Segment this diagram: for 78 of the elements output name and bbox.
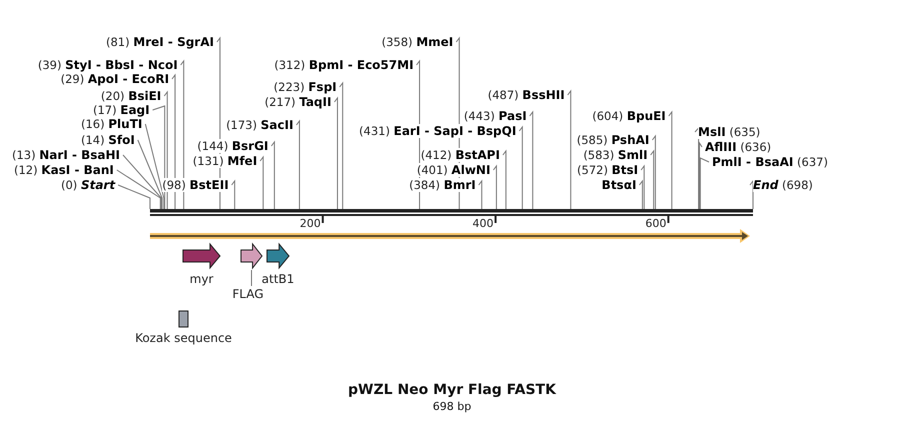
restriction-site-label: (431) EarI - SapI - BspQI <box>359 124 516 138</box>
leader-line <box>668 110 672 210</box>
feature-shape <box>182 242 221 270</box>
restriction-site-label: (384) BmrI <box>409 178 476 192</box>
tick-label: 600 <box>645 217 666 230</box>
restriction-site-label: MslI (635) <box>698 125 760 139</box>
leader-line <box>260 156 264 210</box>
sequence-length: 698 bp <box>432 400 472 413</box>
restriction-site-label: BtsαI <box>602 178 636 192</box>
feature-shape <box>266 242 290 270</box>
feature-box <box>178 310 188 328</box>
restriction-site-label: (17) EagI <box>93 103 150 117</box>
tick-label: 400 <box>472 217 494 230</box>
restriction-site-label: (12) KasI - BanI <box>14 163 114 177</box>
leader-line <box>529 110 534 210</box>
feature-shape <box>240 242 263 270</box>
leader-line <box>334 96 338 210</box>
sequence-backbone <box>150 209 753 216</box>
restriction-site-label: (144) BsrGI <box>197 139 268 153</box>
restriction-site-label: (173) SacII <box>226 118 294 132</box>
restriction-site-label: (39) StyI - BbsI - NcoI <box>38 58 178 72</box>
leader-line <box>137 140 163 210</box>
tick-label: 200 <box>300 217 321 230</box>
restriction-site-label: (29) ApoI - EcoRI <box>60 72 170 86</box>
restriction-site-label: (81) MreI - SgrAI <box>106 35 214 49</box>
leader-line <box>638 180 643 210</box>
leader-line <box>750 180 754 210</box>
leader-line <box>164 90 168 210</box>
feature-label: myr <box>190 272 214 286</box>
leader-line <box>231 180 236 210</box>
leader-line <box>694 126 700 210</box>
feature-label: FLAG <box>232 287 264 301</box>
leader-line <box>144 124 164 210</box>
restriction-site-label: (583) SmlI <box>583 148 648 162</box>
leader-line <box>339 82 344 210</box>
restriction-site-label: (20) BsiEI <box>100 89 162 103</box>
restriction-site-label: (412) BstAPI <box>420 148 500 162</box>
feature-label: Kozak sequence <box>135 331 232 345</box>
restriction-site-label: (585) PshAI <box>576 133 650 147</box>
restriction-site-label: (401) AlwNI <box>416 163 490 177</box>
leader-line <box>180 60 184 210</box>
leader-line <box>652 134 656 210</box>
leader-line <box>640 164 645 210</box>
leader-line <box>700 157 710 210</box>
leader-line <box>502 150 506 210</box>
leader-line <box>698 141 702 210</box>
restriction-site-label: End (698) <box>753 178 813 192</box>
restriction-site-label: (572) BtsI <box>577 163 638 177</box>
leader-line <box>122 154 162 210</box>
leader-line <box>296 120 300 210</box>
leader-line <box>518 126 523 210</box>
restriction-site-label: (223) FspI <box>274 80 337 94</box>
leader-line <box>567 90 572 210</box>
leader-line <box>478 180 482 210</box>
leader-line <box>152 105 166 210</box>
restriction-site-label: (16) PluTI <box>81 117 142 131</box>
restriction-site-label: (98) BstEII <box>162 178 229 192</box>
restriction-site-label: (604) BpuEI <box>592 109 666 123</box>
restriction-site-label: (14) SfoI <box>81 133 135 147</box>
leader-line <box>172 74 176 210</box>
restriction-site-label: (312) BpmI - Eco57MI <box>274 58 414 72</box>
restriction-site-label: (358) MmeI <box>382 35 454 49</box>
restriction-site-label: (487) BssHII <box>488 88 565 102</box>
map-title: pWZL Neo Myr Flag FASTK <box>347 382 558 398</box>
restriction-site-label: (13) NarI - BsaHI <box>12 148 120 162</box>
feature-label: attB1 <box>262 272 294 286</box>
restriction-site-label: (0) Start <box>61 178 116 192</box>
leader-line <box>116 170 161 210</box>
restriction-site-label: (217) TaqII <box>264 95 332 109</box>
restriction-site-label: (443) PasI <box>464 109 527 123</box>
leader-line <box>118 184 150 210</box>
leader-line <box>650 150 654 210</box>
restriction-site-label: AflIII (636) <box>705 140 772 154</box>
restriction-site-label: PmlI - BsaAI (637) <box>712 155 828 169</box>
leader-line <box>492 164 497 210</box>
leader-line <box>251 270 252 286</box>
leader-line <box>270 140 275 210</box>
restriction-site-label: (131) MfeI <box>192 154 258 168</box>
